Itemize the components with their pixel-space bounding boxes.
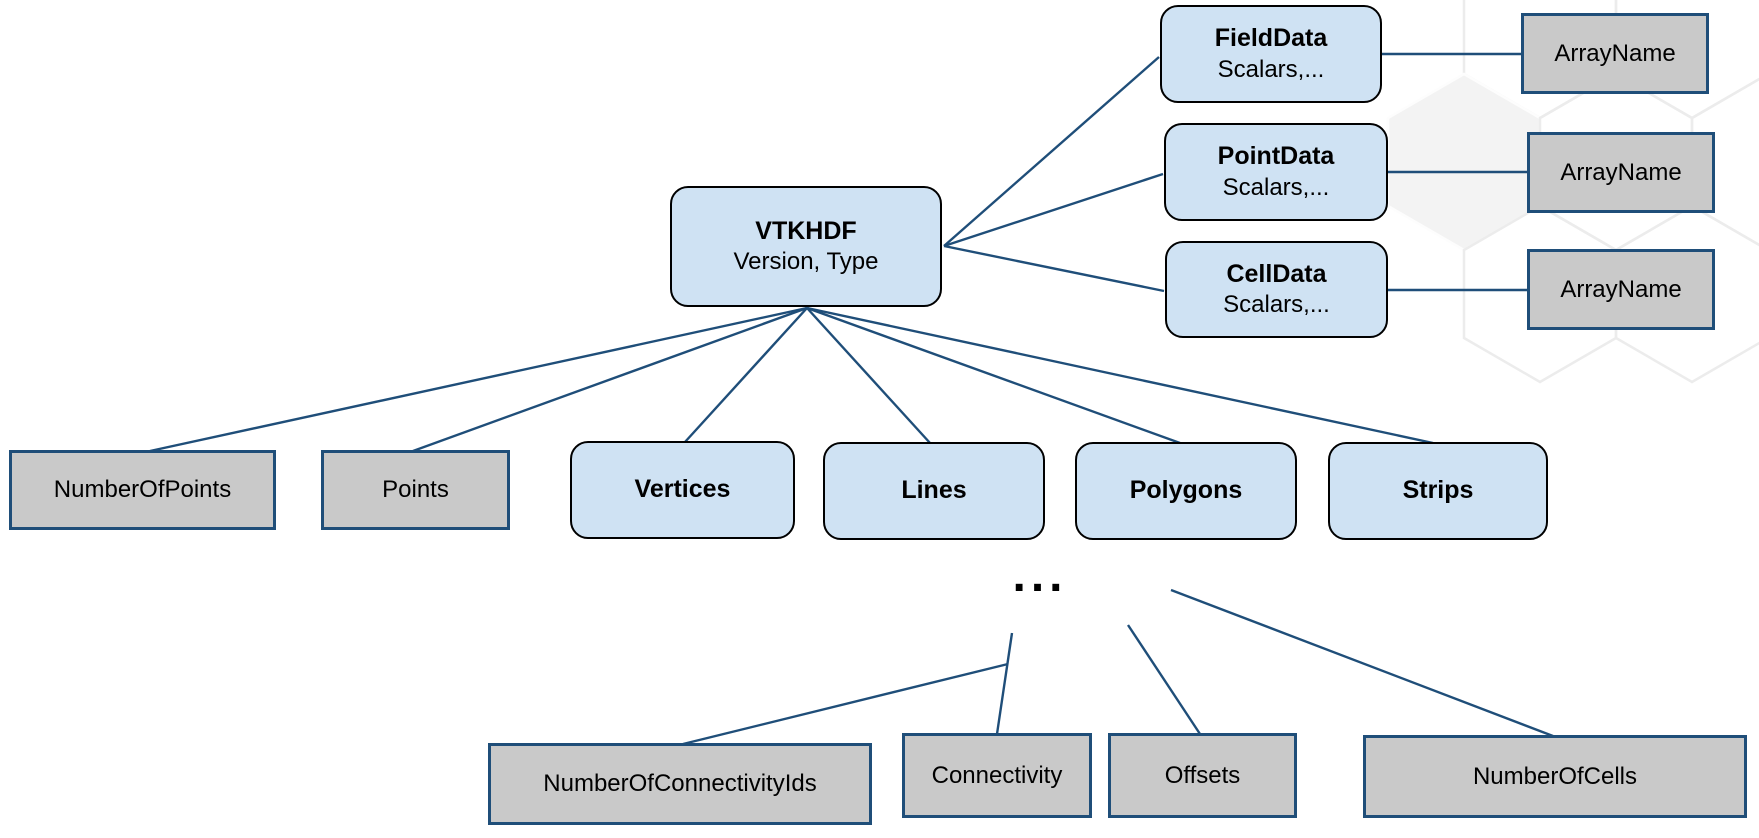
node-arrayname-fielddata: ArrayName bbox=[1521, 13, 1709, 94]
node-numberofcells-label: NumberOfCells bbox=[1472, 762, 1638, 790]
node-pointdata-subtitle: Scalars,... bbox=[1222, 173, 1330, 201]
node-lines-label: Lines bbox=[901, 476, 967, 505]
node-vtkhdf: VTKHDF Version, Type bbox=[670, 186, 942, 307]
node-numberofconnectivityids: NumberOfConnectivityIds bbox=[488, 743, 872, 825]
node-numberofconnectivityids-label: NumberOfConnectivityIds bbox=[543, 770, 817, 797]
node-lines: Lines bbox=[823, 442, 1045, 540]
node-pointdata: PointData Scalars,... bbox=[1164, 123, 1388, 221]
node-celldata: CellData Scalars,... bbox=[1165, 241, 1388, 338]
node-polygons-label: Polygons bbox=[1129, 476, 1243, 505]
node-connectivity-label: Connectivity bbox=[931, 761, 1063, 789]
node-strips-label: Strips bbox=[1402, 476, 1474, 505]
node-offsets: Offsets bbox=[1108, 733, 1297, 818]
node-arrayname-celldata: ArrayName bbox=[1527, 249, 1715, 330]
node-arrayname-pointdata: ArrayName bbox=[1527, 132, 1715, 213]
node-connectivity: Connectivity bbox=[902, 733, 1092, 818]
node-vertices: Vertices bbox=[570, 441, 795, 539]
node-numberofpoints-label: NumberOfPoints bbox=[53, 476, 232, 503]
node-vertices-label: Vertices bbox=[634, 475, 731, 504]
node-pointdata-title: PointData bbox=[1217, 142, 1335, 171]
ellipsis-dots: ... bbox=[1012, 549, 1068, 602]
node-fielddata: FieldData Scalars,... bbox=[1160, 5, 1382, 103]
node-numberofpoints: NumberOfPoints bbox=[9, 450, 276, 530]
node-celldata-subtitle: Scalars,... bbox=[1223, 291, 1330, 319]
node-fielddata-title: FieldData bbox=[1214, 24, 1328, 53]
node-celldata-title: CellData bbox=[1226, 259, 1327, 288]
node-numberofcells: NumberOfCells bbox=[1363, 735, 1747, 818]
node-arrayname-pointdata-label: ArrayName bbox=[1560, 158, 1682, 186]
node-points-label: Points bbox=[382, 476, 449, 503]
node-strips: Strips bbox=[1328, 442, 1548, 540]
node-arrayname-celldata-label: ArrayName bbox=[1560, 275, 1682, 303]
node-vtkhdf-title: VTKHDF bbox=[755, 216, 857, 245]
node-offsets-label: Offsets bbox=[1164, 761, 1241, 789]
node-fielddata-subtitle: Scalars,... bbox=[1217, 55, 1325, 83]
node-polygons: Polygons bbox=[1075, 442, 1297, 540]
node-vtkhdf-subtitle: Version, Type bbox=[733, 248, 879, 276]
node-points: Points bbox=[321, 450, 510, 530]
node-arrayname-fielddata-label: ArrayName bbox=[1554, 39, 1676, 67]
